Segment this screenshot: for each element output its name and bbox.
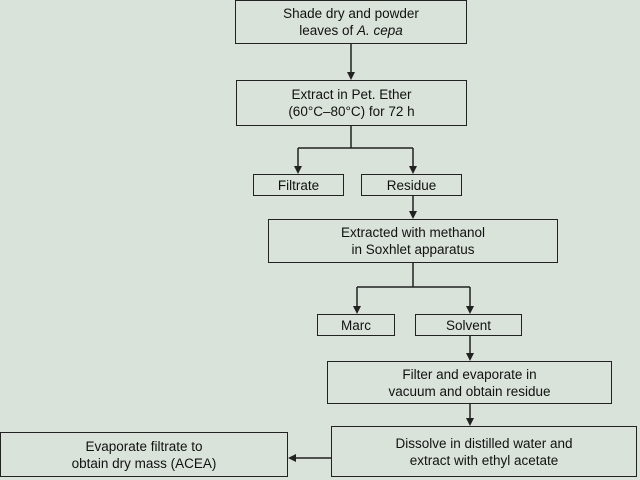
step6-line1: Evaporate filtrate to <box>85 438 203 454</box>
step-dissolve-extract: Dissolve in distilled water and extract … <box>331 426 637 477</box>
step5-line1: Dissolve in distilled water and <box>395 435 573 451</box>
step-extract-pet-ether: Extract in Pet. Ether (60°C–80°C) for 72… <box>236 80 467 126</box>
step2-line2: (60°C–80°C) for 72 h <box>288 104 415 119</box>
marc-label: Marc <box>341 317 371 333</box>
residue-box: Residue <box>361 174 462 196</box>
step4-line1: Filter and evaporate in <box>402 366 537 382</box>
step4-line2: vacuum and obtain residue <box>388 383 551 399</box>
step-shade-dry-powder: Shade dry and powder leaves of A. cepa <box>235 0 467 44</box>
species-name: A. cepa <box>357 23 403 38</box>
filtrate-box: Filtrate <box>253 174 344 196</box>
filtrate-label: Filtrate <box>277 177 320 193</box>
step2-line1: Extract in Pet. Ether <box>291 87 412 102</box>
residue-label: Residue <box>386 177 437 193</box>
solvent-label: Solvent <box>445 317 492 333</box>
solvent-box: Solvent <box>415 314 522 336</box>
step1-line2: leaves of A. cepa <box>299 22 403 39</box>
step1-line2-prefix: leaves of <box>299 23 357 38</box>
step6-line2: obtain dry mass (ACEA) <box>71 455 217 471</box>
step-extract-methanol: Extracted with methanol in Soxhlet appar… <box>268 219 558 263</box>
step1-line1: Shade dry and powder <box>283 6 419 21</box>
marc-box: Marc <box>317 314 395 336</box>
step5-line2: extract with ethyl acetate <box>409 452 559 468</box>
step3-line1: Extracted with methanol <box>340 225 486 240</box>
step-filter-evaporate: Filter and evaporate in vacuum and obtai… <box>327 361 612 404</box>
step3-line2: in Soxhlet apparatus <box>351 242 475 257</box>
step-evaporate-filtrate: Evaporate filtrate to obtain dry mass (A… <box>0 432 288 477</box>
